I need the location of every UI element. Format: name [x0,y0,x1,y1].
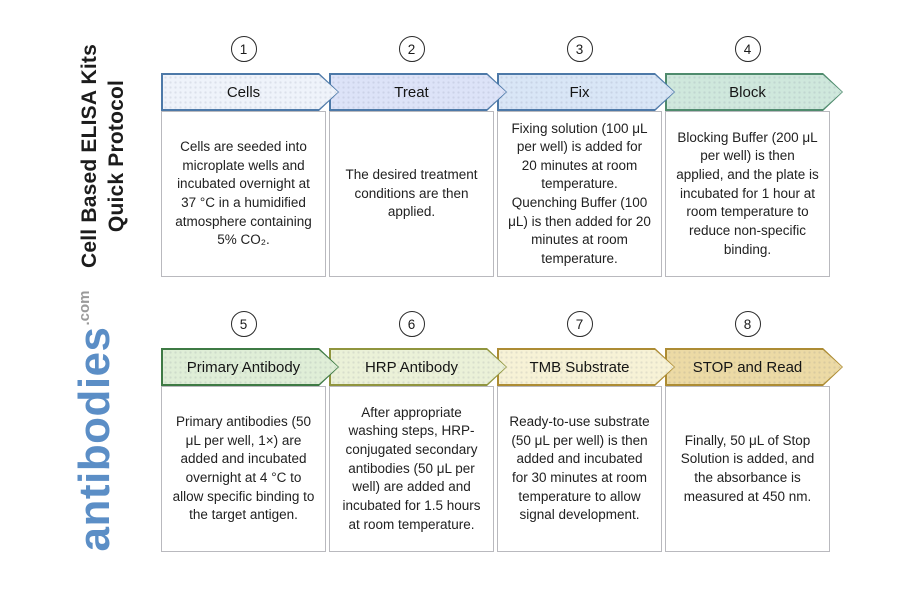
step-description-text: Finally, 50 μL of Stop Solution is added… [680,432,815,504]
step-number-badge: 5 [230,311,257,337]
step-header-label: Treat [394,83,429,101]
step-header-label: Block [729,83,766,101]
step-number-row: 2 [329,36,494,62]
arrow-fill-shape [499,75,674,109]
arrow-fill-shape [331,350,506,384]
step-header-label: TMB Substrate [529,358,630,376]
step-number-row: 4 [665,36,830,62]
logo-wordmark: antibodies [70,326,119,552]
step-description-box: Finally, 50 μL of Stop Solution is added… [665,386,830,552]
step-number-badge: 2 [398,36,425,62]
step-header-arrow: Fix [497,73,675,111]
step-header-arrow: Cells [161,73,339,111]
step-number-badge: 6 [398,311,425,337]
step-number-row: 5 [161,311,326,337]
step-description-box: Fixing solution (100 μL per well) is add… [497,111,662,277]
step-header-arrow: Block [665,73,843,111]
protocol-title: Cell Based ELISA Kits Quick Protocol [74,37,132,275]
step-description-box: After appropriate washing steps, HRP-con… [329,386,494,552]
step-description-text: Fixing solution (100 μL per well) is add… [508,120,651,266]
arrow-fill-shape [331,75,506,109]
step-header-arrow: STOP and Read [665,348,843,386]
step-number-badge: 1 [230,36,257,62]
step-header-arrow: TMB Substrate [497,348,675,386]
step-number-badge: 4 [734,36,761,62]
step-header-arrow: Treat [329,73,507,111]
step-header-arrow: Primary Antibody [161,348,339,386]
protocol-title-line2: Quick Protocol [105,79,128,233]
step-description-box: The desired treatment conditions are the… [329,111,494,277]
step-header-label: Fix [569,83,590,101]
step-header-label: STOP and Read [692,358,803,376]
step-description-text: Primary antibodies (50 μL per well, 1×) … [172,414,315,523]
step-header-label: Primary Antibody [186,358,301,376]
arrow-fill-shape [163,350,338,384]
arrow-fill-shape [667,350,842,384]
step-description-text: The desired treatment conditions are the… [345,167,478,220]
step-number-row: 7 [497,311,662,337]
step-description-text: After appropriate washing steps, HRP-con… [342,404,481,532]
step-description-text: Blocking Buffer (200 μL per well) is the… [676,129,819,257]
step-number-row: 8 [665,311,830,337]
step-description-box: Blocking Buffer (200 μL per well) is the… [665,111,830,277]
step-description-box: Ready-to-use substrate (50 μL per well) … [497,386,662,552]
step-number-badge: 8 [734,311,761,337]
step-number-badge: 7 [566,311,593,337]
step-number-row: 1 [161,36,326,62]
step-header-label: Cells [226,83,261,101]
arrow-fill-shape [499,350,674,384]
step-description-text: Ready-to-use substrate (50 μL per well) … [509,414,650,523]
step-description-box: Primary antibodies (50 μL per well, 1×) … [161,386,326,552]
arrow-fill-shape [667,75,842,109]
step-description-box: Cells are seeded into microplate wells a… [161,111,326,277]
antibodies-logo: antibodies .com [70,278,124,564]
step-number-row: 3 [497,36,662,62]
protocol-title-line1: Cell Based ELISA Kits [78,44,101,268]
step-number-badge: 3 [566,36,593,62]
logo-tld: .com [76,290,93,326]
step-description-text: Cells are seeded into microplate wells a… [175,139,312,248]
step-number-row: 6 [329,311,494,337]
arrow-fill-shape [163,75,338,109]
step-header-arrow: HRP Antibody [329,348,507,386]
step-header-label: HRP Antibody [364,358,459,376]
